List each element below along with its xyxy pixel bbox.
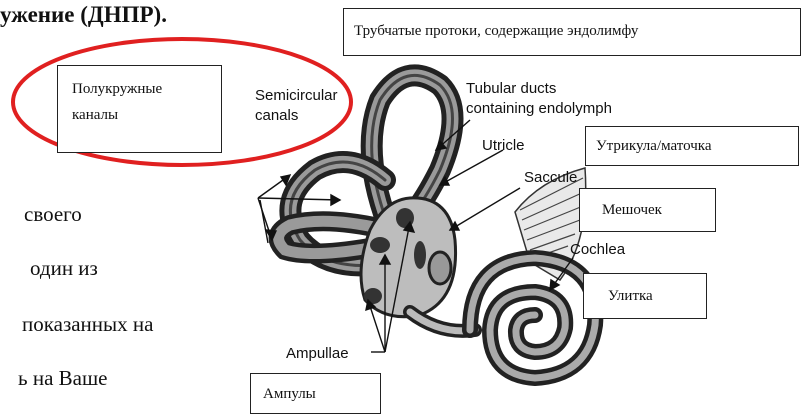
vestibule-drawing (361, 198, 475, 331)
en-label-tubular-line1: Tubular ducts (466, 80, 556, 97)
en-label-ampullae: Ampullae (286, 345, 349, 362)
cochlea-drawing (470, 258, 595, 378)
en-label-utricle: Utricle (482, 137, 525, 154)
en-label-semicircular-line1: Semicircular (255, 87, 338, 104)
ru-label-cochlea: Улитка (583, 273, 707, 319)
ru-label-saccule: Мешочек (579, 188, 716, 232)
en-label-saccule: Saccule (524, 169, 577, 186)
ru-label-tubular: Трубчатые протоки, содержащие эндолимфу (343, 8, 801, 56)
en-label-tubular-line2: containing endolymph (466, 100, 612, 117)
ru-label-utricle: Утрикула/маточка (585, 126, 799, 166)
ru-label-semicircular: Полукружные каналы (57, 65, 222, 153)
en-label-cochlea: Cochlea (570, 241, 626, 258)
ru-label-ampullae: Ампулы (250, 373, 381, 414)
en-label-semicircular-line2: canals (255, 107, 298, 124)
